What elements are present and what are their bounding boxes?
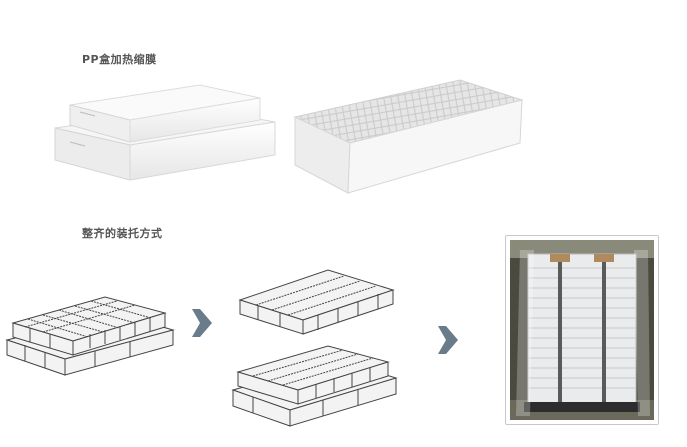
pallet-loaded-illustration bbox=[5, 296, 175, 376]
section-title-pallet-loading: 整齐的装托方式 bbox=[82, 227, 163, 240]
stacked-boxes-photo bbox=[54, 84, 276, 181]
pallet-two-layer-illustration bbox=[231, 269, 398, 427]
section-title-pp-box-shrink-film: PP盒加热缩膜 bbox=[82, 53, 157, 66]
wrapped-pallet-photo bbox=[505, 235, 659, 425]
shrink-wrapped-box-photo bbox=[293, 79, 524, 194]
arrow-right-icon bbox=[438, 326, 458, 354]
wrapped-pallet-image bbox=[510, 240, 654, 420]
arrow-right-icon bbox=[192, 309, 212, 337]
